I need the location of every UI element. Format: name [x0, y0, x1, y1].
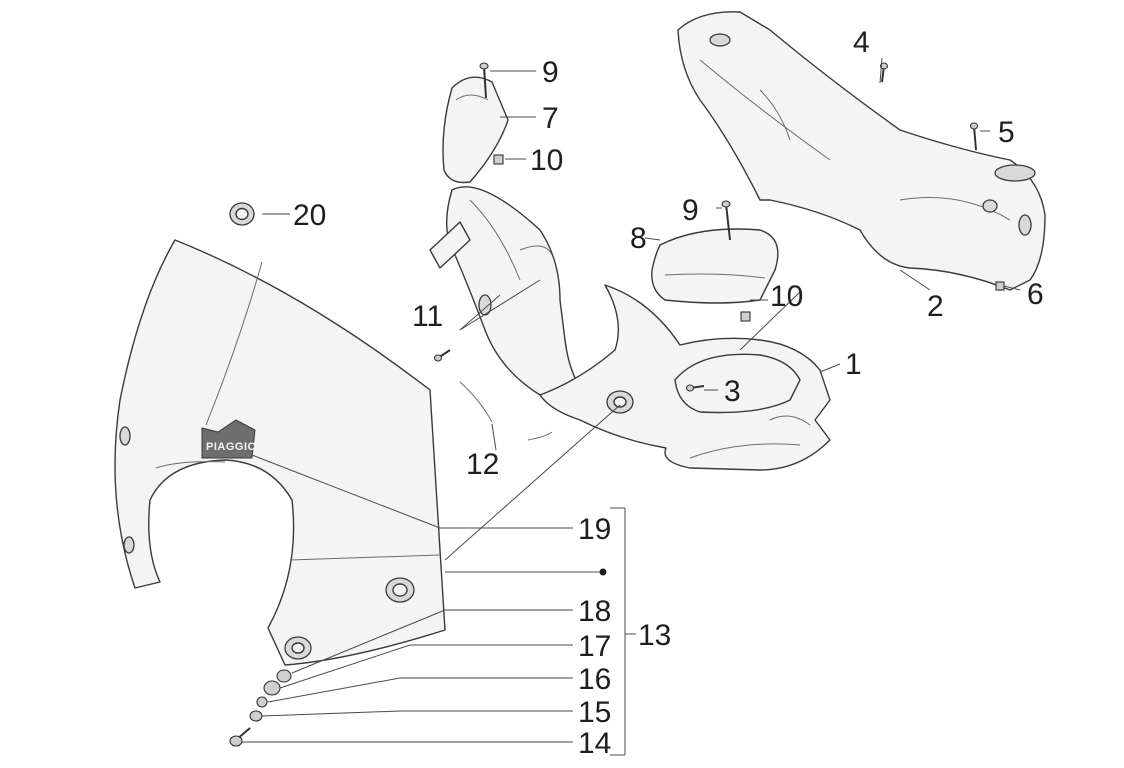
spacer-part-16 [256, 696, 268, 708]
callout-20: 20 [293, 199, 326, 232]
washer-part-18 [276, 669, 292, 683]
callout-1: 1 [845, 348, 862, 381]
callout-10-mid: 10 [770, 280, 803, 313]
trim-part-12 [459, 381, 553, 441]
callout-15: 15 [578, 696, 611, 729]
washer-part-15 [249, 710, 263, 722]
callout-5: 5 [998, 116, 1015, 149]
front-cover-part-1 [539, 284, 831, 471]
screw-part-9a [479, 62, 489, 99]
callout-9-top: 9 [542, 56, 559, 89]
callout-labels: 9 7 10 20 4 5 9 8 10 2 6 11 1 3 12 19 18… [293, 26, 1044, 760]
bracket-dot [599, 568, 607, 576]
screw-part-5 [969, 122, 979, 151]
svg-text:PIAGGIO: PIAGGIO [206, 441, 257, 453]
cover-part-7 [442, 76, 509, 184]
clip-part-10b [740, 311, 751, 322]
clip-part-6 [995, 281, 1005, 291]
callout-12: 12 [466, 448, 499, 481]
callout-10-top: 10 [530, 144, 563, 177]
callout-6: 6 [1027, 278, 1044, 311]
upper-cover-part-2 [677, 11, 1046, 291]
callout-16: 16 [578, 663, 611, 696]
grommet-part-20 [229, 202, 255, 226]
callout-13: 13 [638, 619, 671, 652]
rear-cover-part-11 [429, 186, 591, 405]
screw-part-4 [879, 62, 889, 83]
screw-part-3 [685, 384, 705, 392]
callout-2: 2 [927, 290, 944, 323]
callout-14: 14 [578, 727, 611, 760]
leader-lines [242, 57, 1021, 756]
callout-7: 7 [542, 102, 559, 135]
nut-part-17 [263, 680, 281, 696]
instrument-cover-part-8 [651, 228, 779, 304]
callout-11: 11 [412, 300, 443, 333]
screw-part-14 [229, 727, 251, 747]
callout-4: 4 [853, 26, 870, 59]
callout-9-mid: 9 [682, 194, 699, 227]
clip-part-10a [493, 154, 504, 165]
screw-part-9b [721, 200, 731, 241]
callout-3: 3 [724, 375, 741, 408]
callout-18: 18 [578, 595, 611, 628]
screw-part-11 [433, 349, 451, 362]
windshield-logo: PIAGGIO [201, 419, 257, 459]
callout-19: 19 [578, 513, 611, 546]
callout-8: 8 [630, 222, 647, 255]
windshield-part-19: PIAGGIO [114, 239, 446, 666]
callout-17: 17 [578, 630, 611, 663]
